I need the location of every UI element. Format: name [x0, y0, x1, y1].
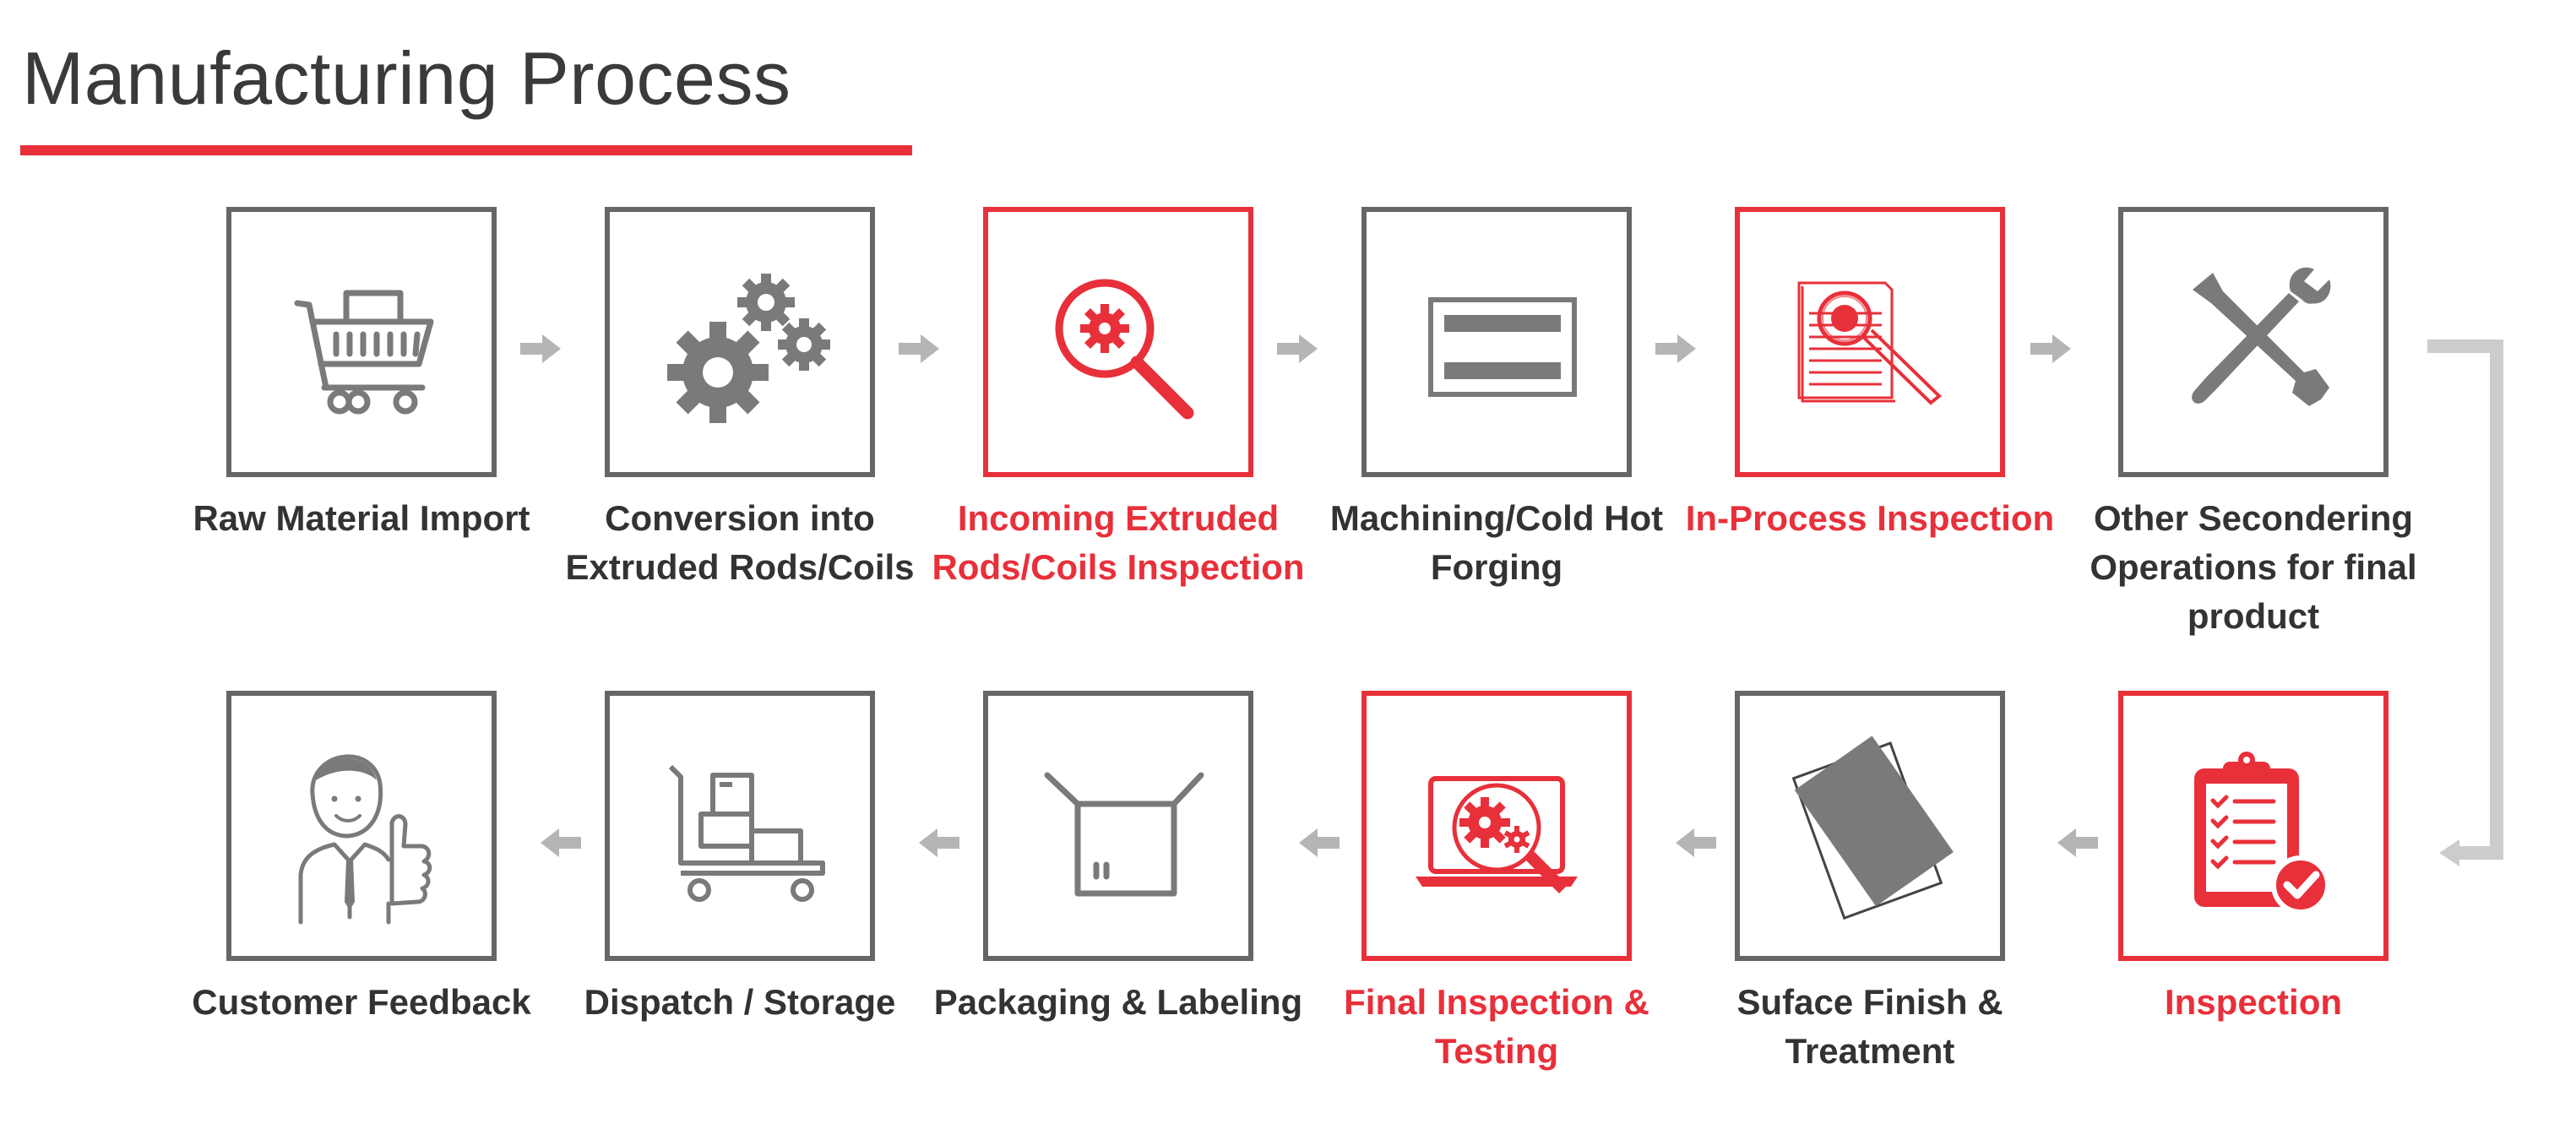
step-icon-box [605, 691, 875, 961]
step-label: Machining/Cold Hot Forging [1329, 498, 1664, 587]
arrow-right-icon [520, 334, 561, 363]
arrow-right-icon [899, 334, 939, 363]
step-icon-box [226, 691, 497, 961]
open-box-icon [1044, 772, 1204, 897]
step-label: Final Inspection & Testing [1344, 982, 1649, 1071]
step-icon-box [1361, 691, 1632, 961]
step-icon-box [1361, 207, 1632, 477]
arrow-left-icon [1676, 828, 1716, 857]
wrench-screwdriver-icon [2192, 267, 2331, 406]
arrow-right-icon [1655, 334, 1696, 363]
step-label: Incoming Extruded Rods/Coils Inspection [932, 498, 1305, 587]
step-label: Conversion into Extruded Rods/Coils [565, 498, 915, 587]
document-magnifier-icon [1797, 281, 1943, 405]
step-icon-box [1735, 691, 2005, 961]
arrow-left-icon [1299, 828, 1340, 857]
step-label: Suface Finish & Treatment [1736, 982, 2003, 1071]
step-icon-box [605, 207, 875, 477]
step-label: Raw Material Import [193, 498, 530, 538]
step-icon-box [983, 207, 1253, 477]
step-icon-box [2118, 207, 2389, 477]
step-label: In-Process Inspection [1685, 498, 2055, 538]
surface-sheets-icon [1791, 736, 1954, 920]
step-label: Customer Feedback [192, 982, 531, 1022]
row-connector-arrow-icon [2427, 339, 2503, 866]
step-icon-box [226, 207, 497, 477]
step-label: Packaging & Labeling [933, 982, 1303, 1022]
step-label: Inspection [2164, 982, 2343, 1022]
arrow-left-icon [919, 828, 959, 857]
magnifier-gear-icon [1055, 279, 1194, 420]
step-label: Other Secondering Operations for final p… [2090, 498, 2417, 636]
title-underline [20, 145, 912, 155]
step-icon-box [2118, 691, 2389, 961]
step-icon-box [1735, 207, 2005, 477]
clipboard-check-icon [2194, 752, 2330, 915]
arrow-left-icon [2057, 828, 2098, 857]
step-label: Dispatch / Storage [584, 982, 896, 1022]
forging-die-icon [1428, 297, 1577, 397]
arrow-left-icon [541, 828, 581, 857]
page-title: Manufacturing Process [22, 36, 791, 120]
hand-truck-icon [668, 764, 825, 902]
gears-icon [667, 274, 830, 423]
arrow-right-icon [1277, 334, 1318, 363]
step-icon-box [983, 691, 1253, 961]
shopping-cart-icon [294, 290, 434, 415]
thumbs-up-person-icon [298, 754, 432, 925]
laptop-inspection-icon [1416, 776, 1578, 893]
arrow-right-icon [2030, 334, 2071, 363]
